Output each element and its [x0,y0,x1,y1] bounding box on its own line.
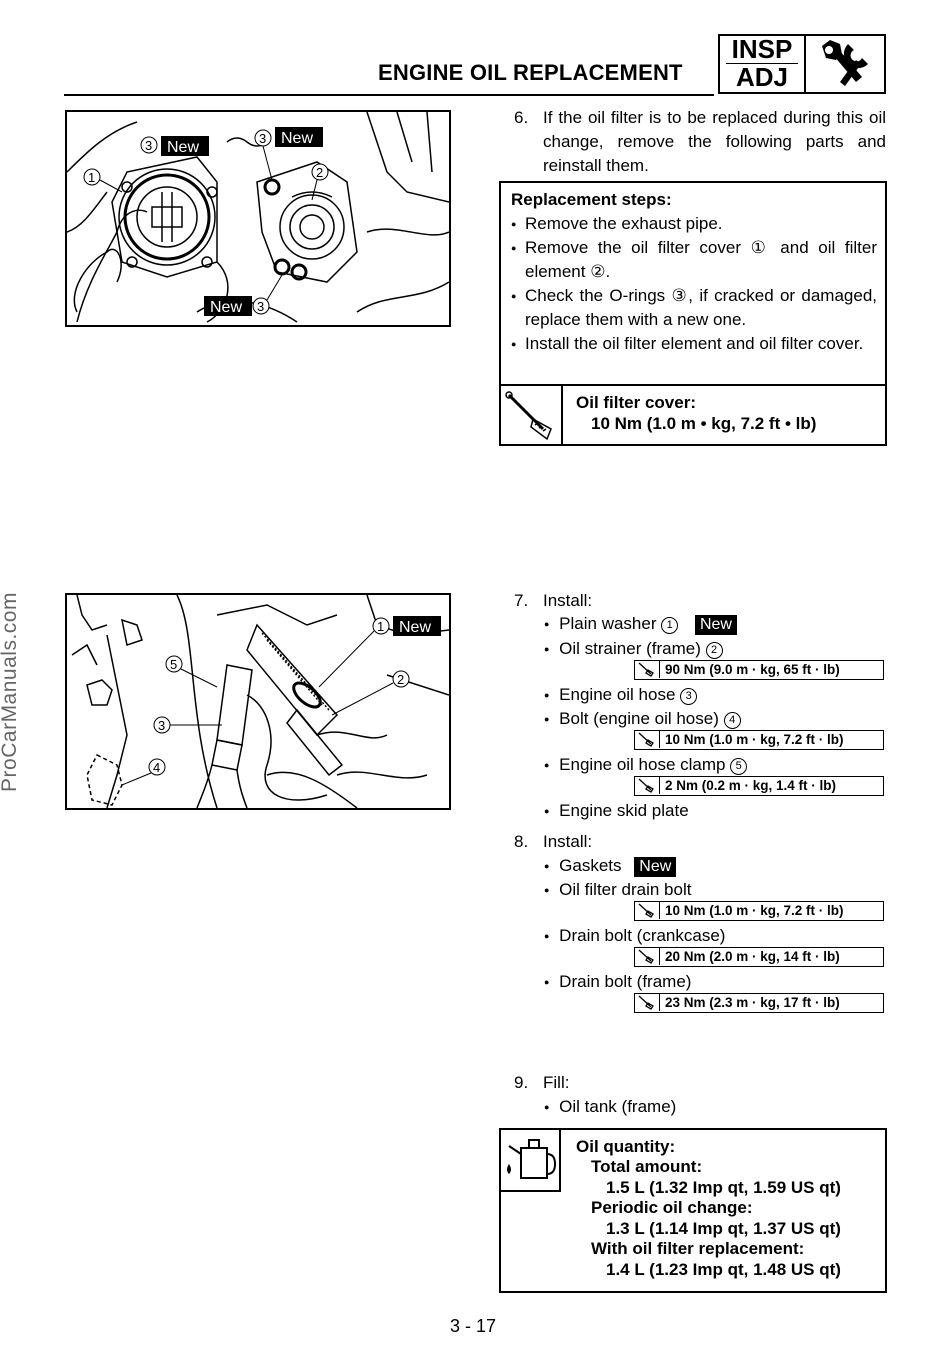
oil-filter-cover-torque: 10 Nm (1.0 m • kg, 7.2 ft • lb) [591,414,817,433]
callout-number: 5 [730,758,748,775]
spec-icon-divider [561,386,563,444]
callout-number: 1 [661,617,679,634]
step-7-number: 7. [514,591,529,610]
svg-text:3: 3 [259,131,266,146]
step-9-heading: Fill: [543,1073,570,1092]
step-7-item: Engine oil hose clamp 5 [544,753,748,779]
step-9-item: Oil tank (frame) [544,1095,676,1121]
svg-text:New: New [210,299,242,316]
replacement-step: Remove the exhaust pipe. [511,212,877,236]
torque-spec: 10 Nm (1.0 m · kg, 7.2 ft · lb) [634,730,884,750]
step-8-item: Gaskets New [544,854,677,880]
torque-spec: 10 Nm (1.0 m · kg, 7.2 ft · lb) [634,901,884,921]
torque-spec: 20 Nm (2.0 m · kg, 14 ft · lb) [634,947,884,967]
svg-text:3: 3 [257,299,264,314]
oil-strainer-figure: 1 New 2 3 4 5 [65,593,451,810]
torque-icon [635,777,660,794]
replacement-step: Remove the oil filter cover ① and oil fi… [511,236,877,284]
torque-icon [635,661,660,678]
torque-icon [635,994,660,1011]
svg-text:New: New [167,139,199,156]
svg-text:New: New [399,619,431,636]
oil-filter-figure: 1 3 New 3 New 2 New 3 [65,110,451,327]
torque-spec: 90 Nm (9.0 m · kg, 65 ft · lb) [634,660,884,680]
section-badge: INSP ADJ [718,34,886,94]
title-rule [64,94,714,96]
svg-text:1: 1 [377,619,384,634]
svg-text:2: 2 [397,672,404,687]
replacement-steps-heading: Replacement steps: [511,190,672,209]
watermark: ProCarManuals.com [0,592,21,792]
total-amount-label: Total amount: [591,1157,703,1176]
step-7-item: Engine skid plate [544,799,688,825]
step-8-item: Drain bolt (crankcase) [544,924,725,950]
svg-text:5: 5 [170,657,177,672]
filter-replacement-value: 1.4 L (1.23 Imp qt, 1.48 US qt) [606,1260,841,1279]
torque-spec: 23 Nm (2.3 m · kg, 17 ft · lb) [634,993,884,1013]
torque-icon [635,948,660,965]
step-7-item: Bolt (engine oil hose) 4 [544,707,741,733]
callout-number: 3 [680,688,698,705]
step-7-item: Engine oil hose 3 [544,683,698,709]
replacement-step: Install the oil filter element and oil f… [511,332,877,356]
torque-icon [635,731,660,748]
svg-text:New: New [281,130,313,147]
page-title: ENGINE OIL REPLACEMENT [378,60,683,85]
step-8-number: 8. [514,832,529,851]
step-7-item: Oil strainer (frame) 2 [544,637,723,663]
oil-quantity-box: Oil quantity: Total amount: 1.5 L (1.32 … [499,1128,887,1293]
svg-text:2: 2 [316,165,323,180]
svg-text:3: 3 [158,718,165,733]
periodic-change-value: 1.3 L (1.14 Imp qt, 1.37 US qt) [606,1219,841,1238]
svg-text:4: 4 [153,760,160,775]
oil-can-icon [501,1130,561,1192]
torque-wrench-icon [503,389,559,443]
torque-icon [635,902,660,919]
replacement-steps-list: Remove the exhaust pipe. Remove the oil … [511,212,877,356]
replacement-step: Check the O-rings ③, if cracked or damag… [511,284,877,332]
step-8-item: Oil filter drain bolt [544,878,691,904]
filter-replacement-label: With oil filter replacement: [591,1239,805,1258]
wrench-icon [808,38,882,90]
page-number: 3 - 17 [450,1316,497,1336]
new-tag: New [634,857,677,877]
total-amount-value: 1.5 L (1.32 Imp qt, 1.59 US qt) [606,1178,841,1197]
badge-text: INSP ADJ [720,36,806,92]
step-6-number: 6. [514,108,529,127]
new-tag: New [694,615,737,635]
step-6-text: If the oil filter is to be replaced duri… [543,108,886,175]
badge-line2: ADJ [735,62,788,92]
step-9-number: 9. [514,1073,529,1092]
oil-quantity-label: Oil quantity: [576,1137,676,1156]
callout-number: 2 [705,642,723,659]
svg-text:3: 3 [145,138,152,153]
spec-divider [501,384,885,386]
torque-spec: 2 Nm (0.2 m · kg, 1.4 ft · lb) [634,776,884,796]
step-8-item: Drain bolt (frame) [544,970,691,996]
step-7-heading: Install: [543,591,593,610]
oil-filter-cover-label: Oil filter cover: [576,393,696,412]
step-7-item: Plain washer 1 New [544,612,737,638]
step-8-heading: Install: [543,832,593,851]
periodic-change-label: Periodic oil change: [591,1198,753,1217]
replacement-steps-box: Replacement steps: Remove the exhaust pi… [499,181,887,446]
badge-line1: INSP [726,36,798,64]
svg-text:1: 1 [88,170,95,185]
callout-number: 4 [723,712,741,729]
